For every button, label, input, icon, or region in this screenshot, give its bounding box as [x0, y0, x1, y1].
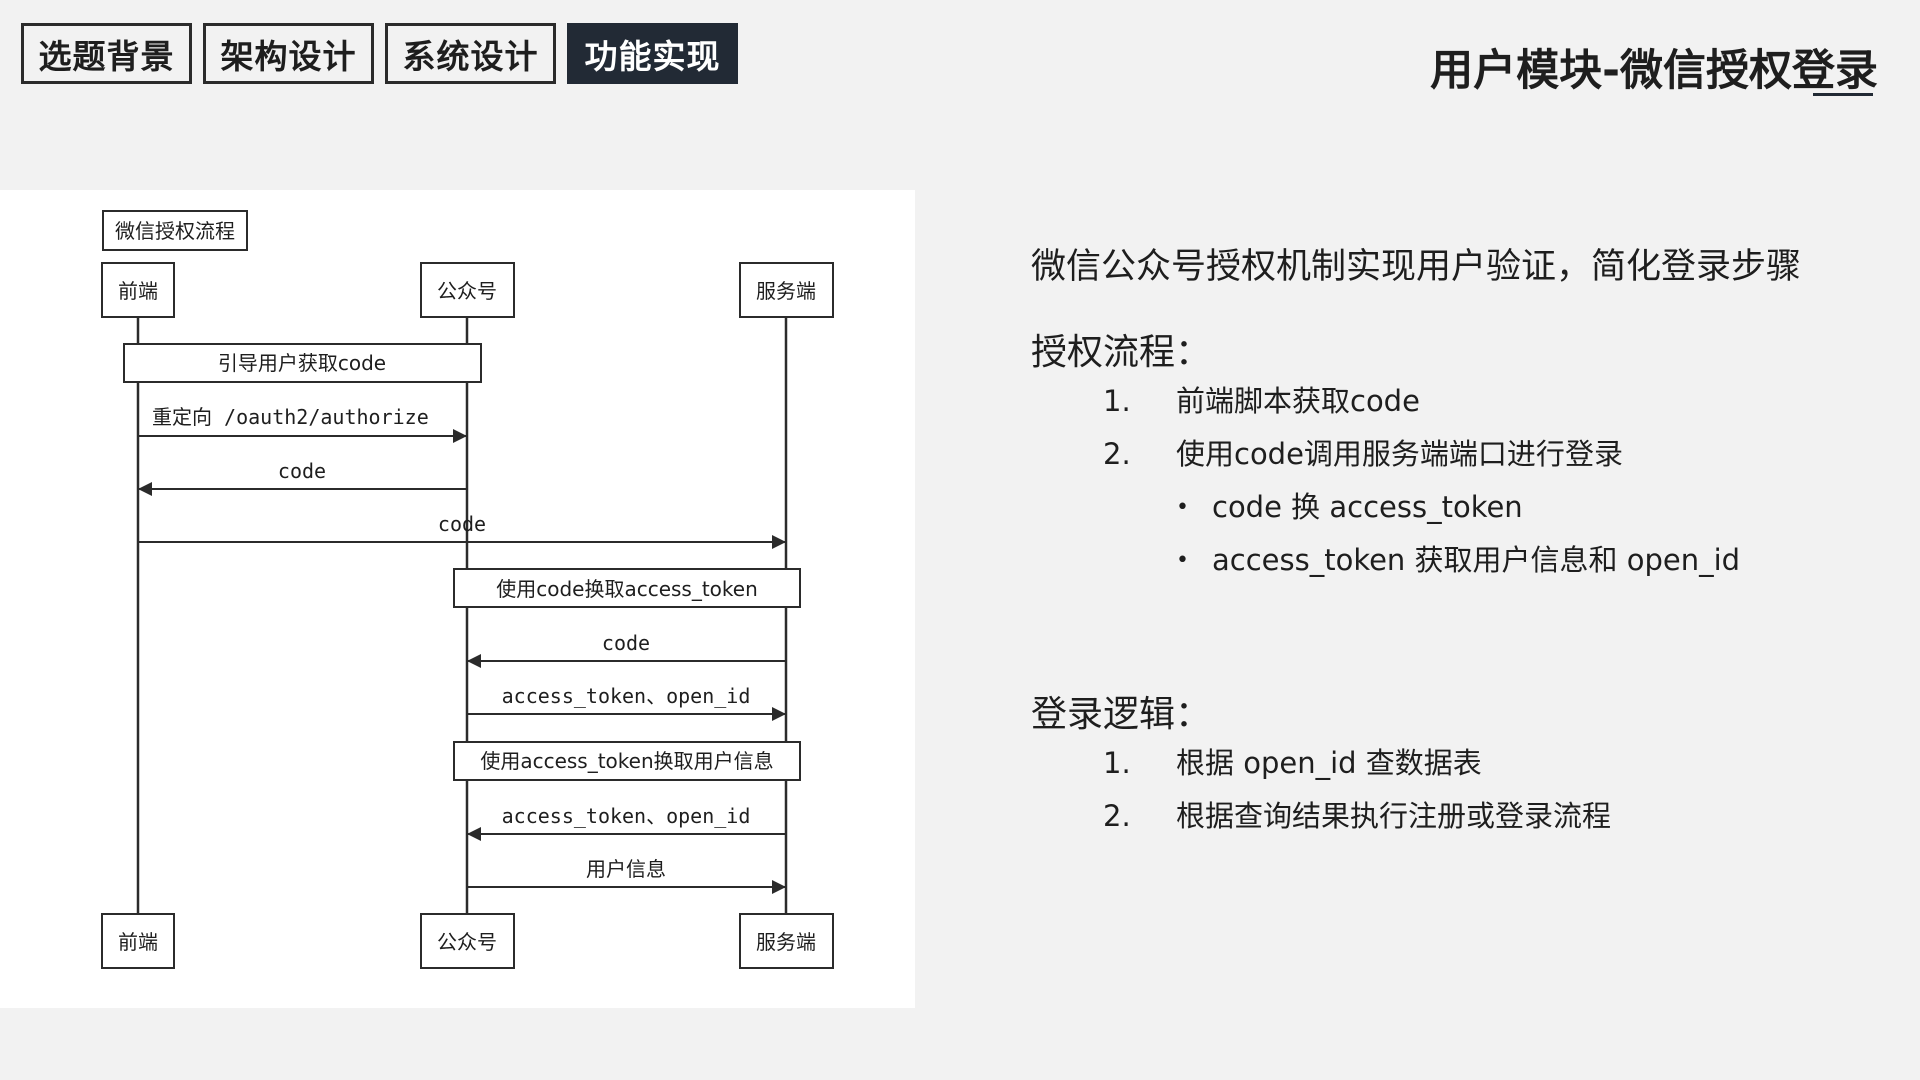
- participant-frontend-bottom: 前端: [118, 930, 158, 954]
- list-item-text: 使用code调用服务端端口进行登录: [1176, 437, 1623, 471]
- note-exchange-userinfo: 使用access_token换取用户信息: [480, 749, 773, 773]
- nav-tabs: 选题背景 架构设计 系统设计 功能实现: [21, 23, 738, 84]
- message-label-code-return: code: [278, 459, 326, 483]
- list-number: 2.: [1103, 799, 1131, 833]
- diagram-title-box: [102, 210, 248, 251]
- tab-feature-implementation[interactable]: 功能实现: [567, 23, 738, 84]
- list-item-text: 前端脚本获取code: [1176, 384, 1420, 418]
- message-label-token-to-account: access_token、open_id: [502, 804, 751, 828]
- bullet-icon: •: [1176, 548, 1189, 573]
- list-number: 1.: [1103, 746, 1131, 780]
- auth-step-1: 1. 前端脚本获取code: [1031, 375, 1881, 428]
- participant-server-bottom: 服务端: [756, 930, 816, 954]
- auth-substep-2: • access_token 获取用户信息和 open_id: [1031, 534, 1881, 587]
- note-exchange-token: 使用code换取access_token: [496, 577, 758, 601]
- list-item-text: 根据 open_id 查数据表: [1176, 746, 1482, 780]
- diagram-title: 微信授权流程: [115, 219, 235, 243]
- message-label-userinfo: 用户信息: [586, 857, 666, 881]
- login-step-1: 1. 根据 open_id 查数据表: [1031, 737, 1881, 790]
- bullet-icon: •: [1176, 495, 1189, 520]
- list-number: 1.: [1103, 384, 1131, 418]
- sequence-diagram: 微信授权流程 前端 公众号 服务端 前端 公众号 服务端 引导用户获取code …: [101, 210, 834, 969]
- participant-server-top: 服务端: [756, 279, 816, 303]
- list-item-text: 根据查询结果执行注册或登录流程: [1176, 799, 1612, 833]
- participant-box-server-top: [739, 262, 834, 318]
- list-item-text: access_token 获取用户信息和 open_id: [1212, 543, 1741, 577]
- participant-box-official-account-bottom: [420, 913, 515, 969]
- note-box-exchange-userinfo: [453, 741, 801, 781]
- note-box-exchange-token: [453, 568, 801, 608]
- login-logic-heading: 登录逻辑：: [1031, 694, 1212, 735]
- participant-box-frontend-top: [101, 262, 175, 318]
- participant-frontend-top: 前端: [118, 279, 158, 303]
- message-label-code-to-account: code: [602, 631, 650, 655]
- summary-text: 微信公众号授权机制实现用户验证，简化登录步骤: [1031, 247, 1802, 287]
- participant-box-official-account-top: [420, 262, 515, 318]
- tab-architecture-design[interactable]: 架构设计: [203, 23, 374, 84]
- list-number: 2.: [1103, 437, 1131, 471]
- content-panel: 微信公众号授权机制实现用户验证，简化登录步骤 授权流程： 1. 前端脚本获取co…: [1031, 238, 1881, 843]
- auth-flow-heading: 授权流程：: [1031, 332, 1212, 373]
- participant-official-account-top: 公众号: [437, 279, 497, 303]
- sequence-diagram-panel: 微信授权流程 前端 公众号 服务端 前端 公众号 服务端 引导用户获取code …: [0, 190, 915, 1008]
- message-label-code-to-server: code: [438, 512, 486, 536]
- message-label-redirect: 重定向 /oauth2/authorize: [152, 405, 429, 429]
- tab-system-design[interactable]: 系统设计: [385, 23, 556, 84]
- note-guide: 引导用户获取code: [218, 351, 386, 375]
- message-label-token-to-server: access_token、open_id: [502, 684, 751, 708]
- auth-substep-1: • code 换 access_token: [1031, 481, 1881, 534]
- participant-box-server-bottom: [739, 913, 834, 969]
- auth-step-2: 2. 使用code调用服务端端口进行登录: [1031, 428, 1881, 481]
- list-item-text: code 换 access_token: [1212, 490, 1523, 524]
- page-title: 用户模块-微信授权登录: [1430, 46, 1878, 96]
- note-box-guide: [123, 343, 482, 383]
- participant-official-account-bottom: 公众号: [437, 930, 497, 954]
- login-step-2: 2. 根据查询结果执行注册或登录流程: [1031, 790, 1881, 843]
- title-underline: [1813, 93, 1873, 96]
- participant-box-frontend-bottom: [101, 913, 175, 969]
- tab-topic-background[interactable]: 选题背景: [21, 23, 192, 84]
